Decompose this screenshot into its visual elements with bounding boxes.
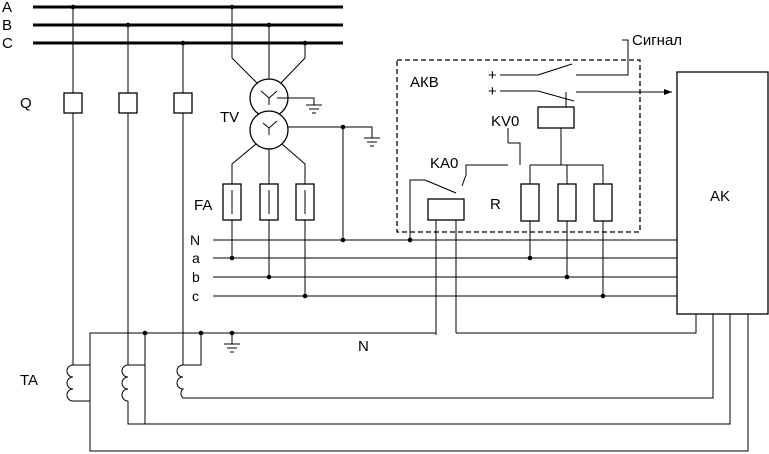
- r-label: R: [490, 196, 501, 213]
- ak-block: AK: [89, 71, 769, 452]
- aux-bus-label-c: c: [192, 288, 199, 304]
- plus-sign-1: +: [488, 67, 497, 84]
- phase-label-a: A: [2, 0, 12, 16]
- current-transformers: N TA: [20, 330, 436, 451]
- phase-label-c: C: [2, 35, 13, 52]
- plus-sign-2: +: [488, 83, 497, 100]
- ak-device: [676, 71, 769, 315]
- signal-label: Сигнал: [632, 32, 682, 49]
- kv0-label: KV0: [491, 113, 519, 130]
- breaker-q: Q: [20, 7, 193, 365]
- phase-label-b: B: [2, 17, 12, 34]
- breaker-label: Q: [20, 95, 32, 112]
- resistor-2: [557, 183, 577, 222]
- fuses-fa: FA: [194, 183, 315, 296]
- fa-label: FA: [194, 197, 212, 214]
- breaker-pole-a: [63, 92, 83, 114]
- relay-kv0-coil: [537, 106, 575, 129]
- neutral-return-label: N: [358, 338, 369, 355]
- aux-buses: N a b c: [190, 232, 677, 304]
- akb-label: АКВ: [410, 74, 439, 91]
- resistor-1: [520, 183, 540, 222]
- ak-label: AK: [710, 188, 730, 205]
- voltage-transformer: TV: [220, 7, 380, 240]
- resistor-3: [593, 183, 613, 222]
- breaker-pole-b: [118, 92, 138, 114]
- aux-bus-label-n: N: [190, 232, 200, 248]
- aux-bus-label-a: a: [192, 250, 200, 266]
- ka0-label: KA0: [430, 155, 458, 172]
- ta-coil-c: [176, 364, 185, 399]
- tv-label: TV: [220, 109, 239, 126]
- breaker-pole-c: [173, 92, 193, 114]
- ta-label: TA: [20, 372, 38, 389]
- aux-bus-label-b: b: [192, 269, 200, 285]
- phase-buses: A B C: [2, 0, 343, 52]
- relay-ka0-coil: [427, 198, 465, 221]
- akb-block: АКВ + + Сигнал KV0 R KA0: [396, 32, 682, 335]
- ta-coil-a: [66, 364, 74, 402]
- ta-coil-b: [121, 364, 129, 402]
